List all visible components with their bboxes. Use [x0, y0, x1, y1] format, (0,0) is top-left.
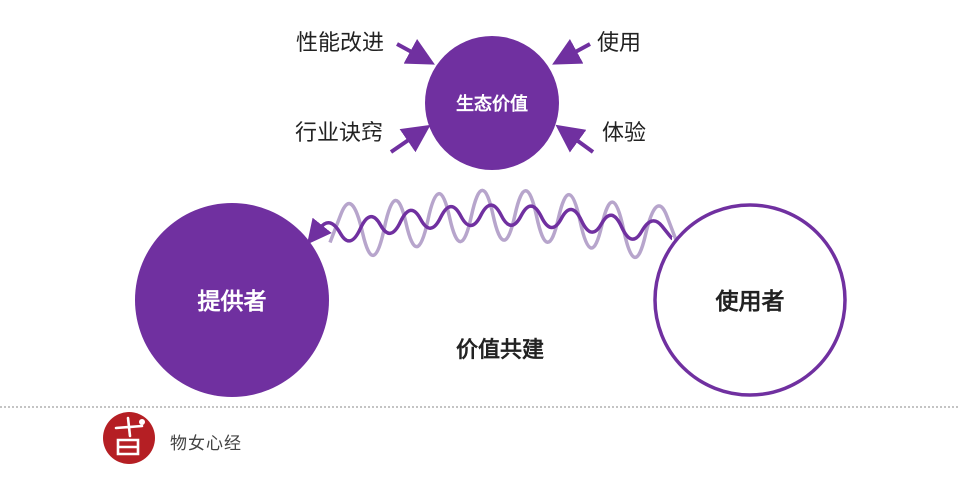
ecosystem-value-label: 生态价值: [456, 93, 528, 115]
dark-wave-line: [306, 203, 674, 245]
arrow-bottom-left: [389, 124, 431, 154]
factor-know-how-label: 行业诀窍: [295, 121, 383, 146]
factor-performance-label: 性能改进: [296, 31, 384, 56]
ecosystem-value-circle: [425, 36, 559, 170]
provider-label: 提供者: [198, 288, 267, 315]
cocreation-label: 价值共建: [456, 337, 544, 363]
factor-experience-label: 体验: [602, 121, 646, 146]
arrow-top-right: [552, 38, 591, 65]
user-label: 使用者: [715, 289, 785, 315]
user-node-circle: [653, 203, 847, 397]
brand-name: 物女心经: [170, 434, 242, 454]
arrow-top-left: [396, 38, 435, 65]
factor-usage-label: 使用: [597, 31, 641, 56]
provider-node-circle: [135, 203, 329, 397]
arrow-bottom-right: [555, 124, 595, 154]
light-wave-line: [328, 188, 680, 260]
brand-seal-icon: [103, 412, 155, 464]
